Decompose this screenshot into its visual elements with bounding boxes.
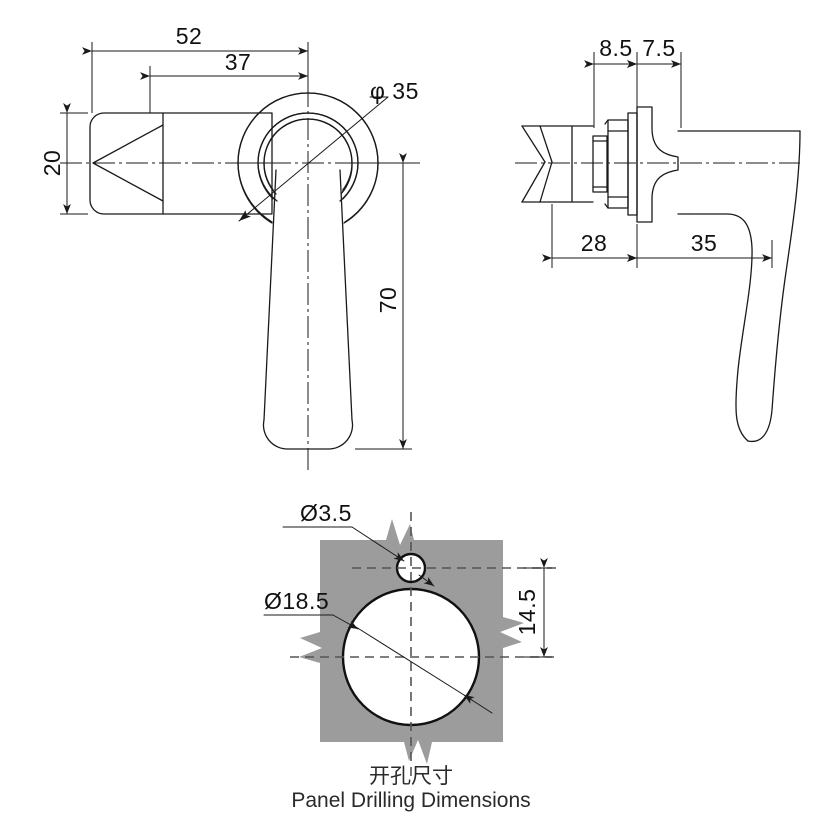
front-rosette-inner-arc-br	[340, 162, 353, 195]
side-lever-outer-curve	[747, 130, 801, 443]
front-dim70-label: 70	[375, 287, 401, 314]
side-dim85-label: 8.5	[599, 35, 632, 61]
front-dim52-label: 52	[176, 23, 203, 49]
side-flange-outline	[636, 106, 679, 223]
front-rosette-outer-arc-br	[344, 162, 379, 223]
panel-drilling-view: Ø3.5 Ø18.5 14.5 开孔尺寸 Panel Drilling Dime…	[263, 500, 560, 812]
front-dim20-label: 20	[39, 150, 65, 177]
panel-caption-en: Panel Drilling Dimensions	[291, 789, 530, 812]
front-rosette-mid-arc-bl	[257, 162, 278, 202]
side-bushing	[592, 135, 608, 193]
side-nut-body	[607, 119, 629, 209]
panel-small-hole-label: Ø3.5	[300, 500, 352, 526]
side-nut-edge	[604, 119, 609, 209]
front-rosette-mid-arc-br	[339, 162, 359, 202]
side-washer	[627, 112, 638, 216]
panel-large-hole-label: Ø18.5	[264, 588, 329, 614]
side-view: 8.5 7.5 28 35	[515, 35, 801, 443]
panel-small-hole-leader-line	[351, 526, 405, 562]
side-dim35-label: 35	[691, 230, 718, 256]
side-break-line-inner	[539, 125, 553, 203]
panel-small-hole-leader-opposite	[418, 574, 435, 587]
front-phi35-leader-line	[238, 96, 389, 222]
front-chevron-mark	[92, 124, 164, 202]
panel-large-hole-leader-arrow-br	[463, 694, 493, 714]
side-lever-inner-curve	[689, 213, 753, 442]
front-phi35-label: φ 35	[370, 78, 419, 104]
panel-caption-cn: 开孔尺寸	[369, 764, 453, 788]
panel-dim145-label: 14.5	[514, 589, 540, 636]
front-shank-body	[89, 112, 273, 215]
panel-large-hole-leader-arrow-tl	[332, 614, 359, 630]
side-break-line-outer	[521, 125, 546, 203]
side-dim75-label: 7.5	[642, 35, 675, 61]
front-view: φ 35 52 37 20 70	[39, 23, 420, 470]
panel-large-hole-diagonal	[355, 626, 473, 701]
front-dim37-label: 37	[225, 49, 252, 75]
side-dim28-label: 28	[581, 230, 608, 256]
front-rosette-outer-arc-bl	[237, 162, 273, 223]
